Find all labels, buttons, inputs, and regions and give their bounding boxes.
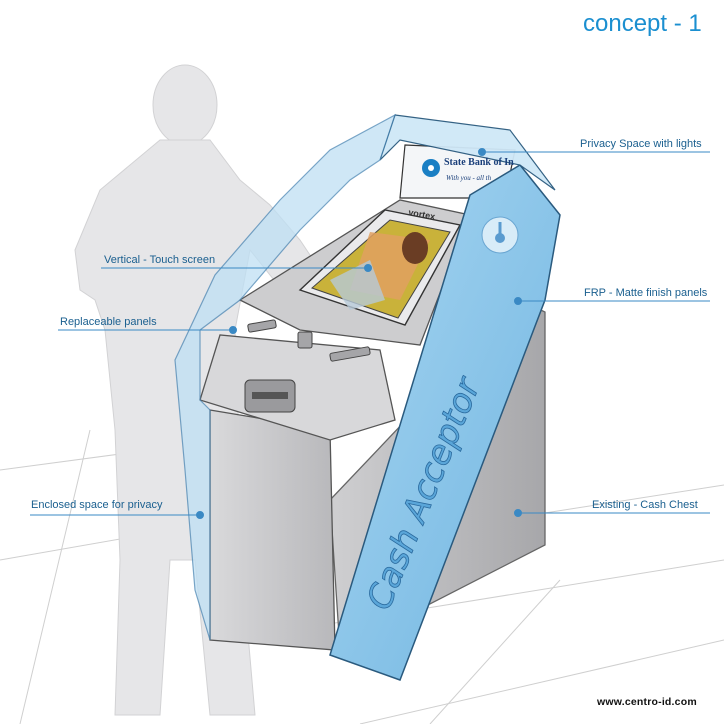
callout-lines bbox=[30, 148, 710, 519]
callout-touch-screen: Vertical - Touch screen bbox=[104, 254, 216, 266]
frp-shell bbox=[174, 113, 561, 681]
callout-cash-chest: Existing - Cash Chest bbox=[592, 499, 698, 511]
bank-name: State Bank of In bbox=[444, 157, 514, 168]
bank-tagline: With you - all th bbox=[446, 174, 492, 182]
callout-enclosed-space: Enclosed space for privacy bbox=[31, 499, 163, 511]
callout-replaceable-panels: Replaceable panels bbox=[60, 316, 157, 328]
page-title: concept - 1 bbox=[583, 10, 702, 37]
callout-frp-panels: FRP - Matte finish panels bbox=[584, 287, 708, 299]
touch-screen bbox=[298, 209, 462, 326]
callout-privacy-space: Privacy Space with lights bbox=[580, 138, 702, 150]
website-url: www.centro-id.com bbox=[597, 696, 697, 708]
screen-brand: vortex bbox=[408, 207, 436, 222]
